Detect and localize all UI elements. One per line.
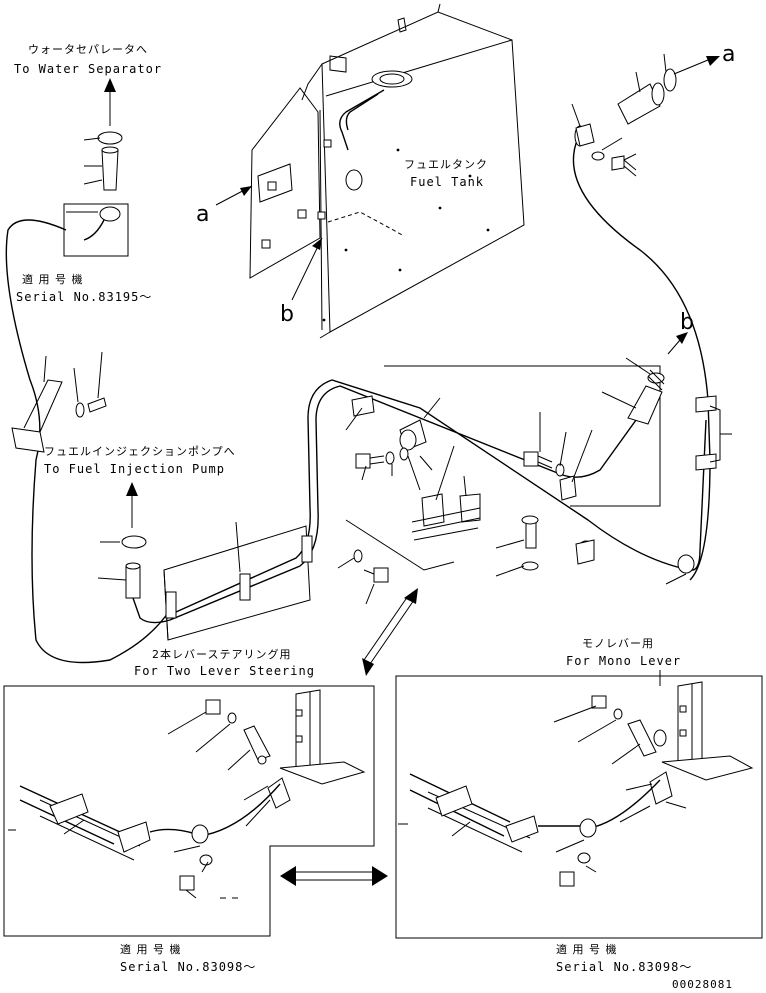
fuel-hose-center-2 (175, 379, 707, 613)
fasteners-center (353, 447, 565, 583)
ref-b-tank-label: b (280, 302, 294, 327)
fuel-tank-label-en: Fuel Tank (410, 175, 485, 189)
water-separator-connection (63, 78, 129, 257)
ref-b-tank-arrowhead (312, 238, 322, 250)
fuel-hose-center-1 (169, 385, 653, 621)
fuel-tank (249, 3, 525, 339)
injection-pump-label-en: To Fuel Injection Pump (44, 462, 225, 476)
two-lever-label-en: For Two Lever Steering (134, 664, 315, 678)
serial-label-en-1: Serial No.83195～ (16, 290, 153, 304)
injection-pump-label-jp: フュエルインジェクションポンプへ (44, 445, 236, 458)
ref-a-top-label: a (722, 42, 736, 67)
ref-a-left-arrowhead (240, 186, 252, 196)
mono-lever-label-en: For Mono Lever (566, 654, 682, 668)
drawing-number: 00028081 (672, 978, 733, 991)
fuel-tank-label-jp: フュエルタンク (404, 158, 488, 171)
serial-label-jp-1: 適 用 号 機 (22, 273, 84, 286)
left-clamp (11, 351, 107, 453)
mono-lever-label-jp: モノレバー用 (582, 637, 654, 650)
fuel-hose-right (572, 137, 711, 581)
water-separator-label-en: To Water Separator (14, 62, 163, 76)
mono-lever-detail (395, 670, 763, 939)
two-lever-detail (3, 685, 375, 937)
water-separator-label-jp: ウォータセパレータへ (28, 43, 148, 56)
serial-label-en-3: Serial No.83098～ (556, 960, 693, 974)
serial-label-en-2: Serial No.83098～ (120, 960, 257, 974)
serial-label-jp-3: 適 用 号 機 (556, 943, 618, 956)
fuel-hose-left (5, 219, 171, 664)
ref-a-left-label: a (196, 202, 210, 227)
connection-to-b (601, 332, 688, 425)
two-lever-label-jp: 2本レバーステアリング用 (152, 648, 292, 661)
double-arrow-horizontal (280, 866, 388, 886)
injection-pump-connection (97, 482, 171, 624)
double-arrow-vertical (362, 588, 418, 676)
route-clamps (165, 395, 721, 619)
connection-to-a (571, 53, 720, 177)
serial-label-jp-2: 適 用 号 機 (120, 943, 182, 956)
ref-b-right-label: b (680, 310, 694, 335)
leader-lines-center (235, 397, 732, 605)
